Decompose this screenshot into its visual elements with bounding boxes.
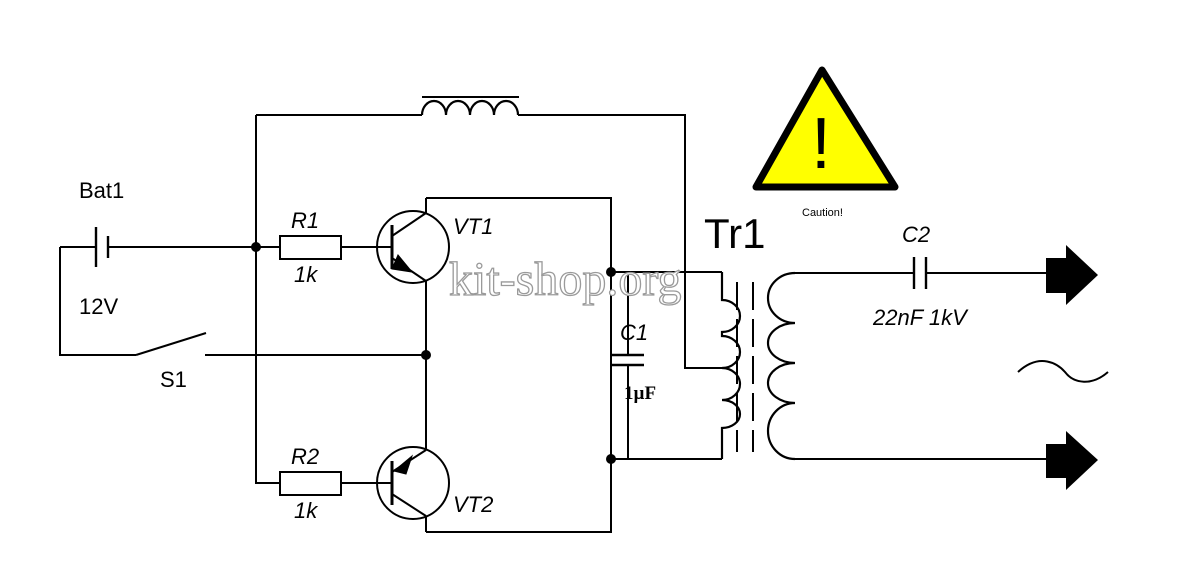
resistor-r2 bbox=[279, 471, 342, 496]
junction-dot bbox=[251, 242, 261, 252]
vt1-label: VT1 bbox=[453, 214, 493, 239]
vt2-label: VT2 bbox=[453, 492, 493, 517]
warning-exclamation: ! bbox=[811, 104, 831, 184]
junction-dot bbox=[606, 454, 616, 464]
r2-value-label: 1k bbox=[294, 498, 318, 523]
resistor-r1 bbox=[279, 235, 342, 260]
warning-triangle-icon: ! bbox=[752, 66, 899, 191]
inductor bbox=[420, 96, 520, 116]
junction-dot bbox=[606, 267, 616, 277]
capacitor-c2 bbox=[912, 257, 928, 289]
output-arrow-icon bbox=[1046, 431, 1098, 490]
capacitor-c1 bbox=[612, 353, 644, 367]
caution-label: Caution! bbox=[802, 207, 843, 219]
bat1-label: Bat1 bbox=[79, 178, 124, 203]
r1-label: R1 bbox=[291, 208, 319, 233]
wires bbox=[59, 114, 1046, 533]
transformer-tr1 bbox=[720, 271, 796, 461]
r2-label: R2 bbox=[291, 444, 319, 469]
transistor-vt2 bbox=[376, 446, 450, 520]
watermark: kit-shop.org bbox=[449, 253, 681, 306]
transistor-vt1 bbox=[376, 210, 450, 284]
c2-label: C2 bbox=[902, 222, 930, 247]
battery-bat1 bbox=[94, 227, 110, 267]
tr1-label: Tr1 bbox=[704, 210, 765, 257]
r1-value-label: 1k bbox=[294, 262, 318, 287]
s1-label: S1 bbox=[160, 367, 187, 392]
junction-dot bbox=[421, 350, 431, 360]
c1-label: C1 bbox=[620, 320, 648, 345]
output-arrow-icon bbox=[1046, 245, 1098, 305]
junctions bbox=[251, 242, 616, 464]
ac-sine-icon bbox=[1017, 360, 1109, 383]
bat1-voltage-label: 12V bbox=[79, 294, 118, 319]
c2-value-label: 22nF 1kV bbox=[872, 305, 969, 330]
c1-value-label: 1µF bbox=[624, 383, 656, 404]
switch-s1 bbox=[135, 332, 207, 356]
